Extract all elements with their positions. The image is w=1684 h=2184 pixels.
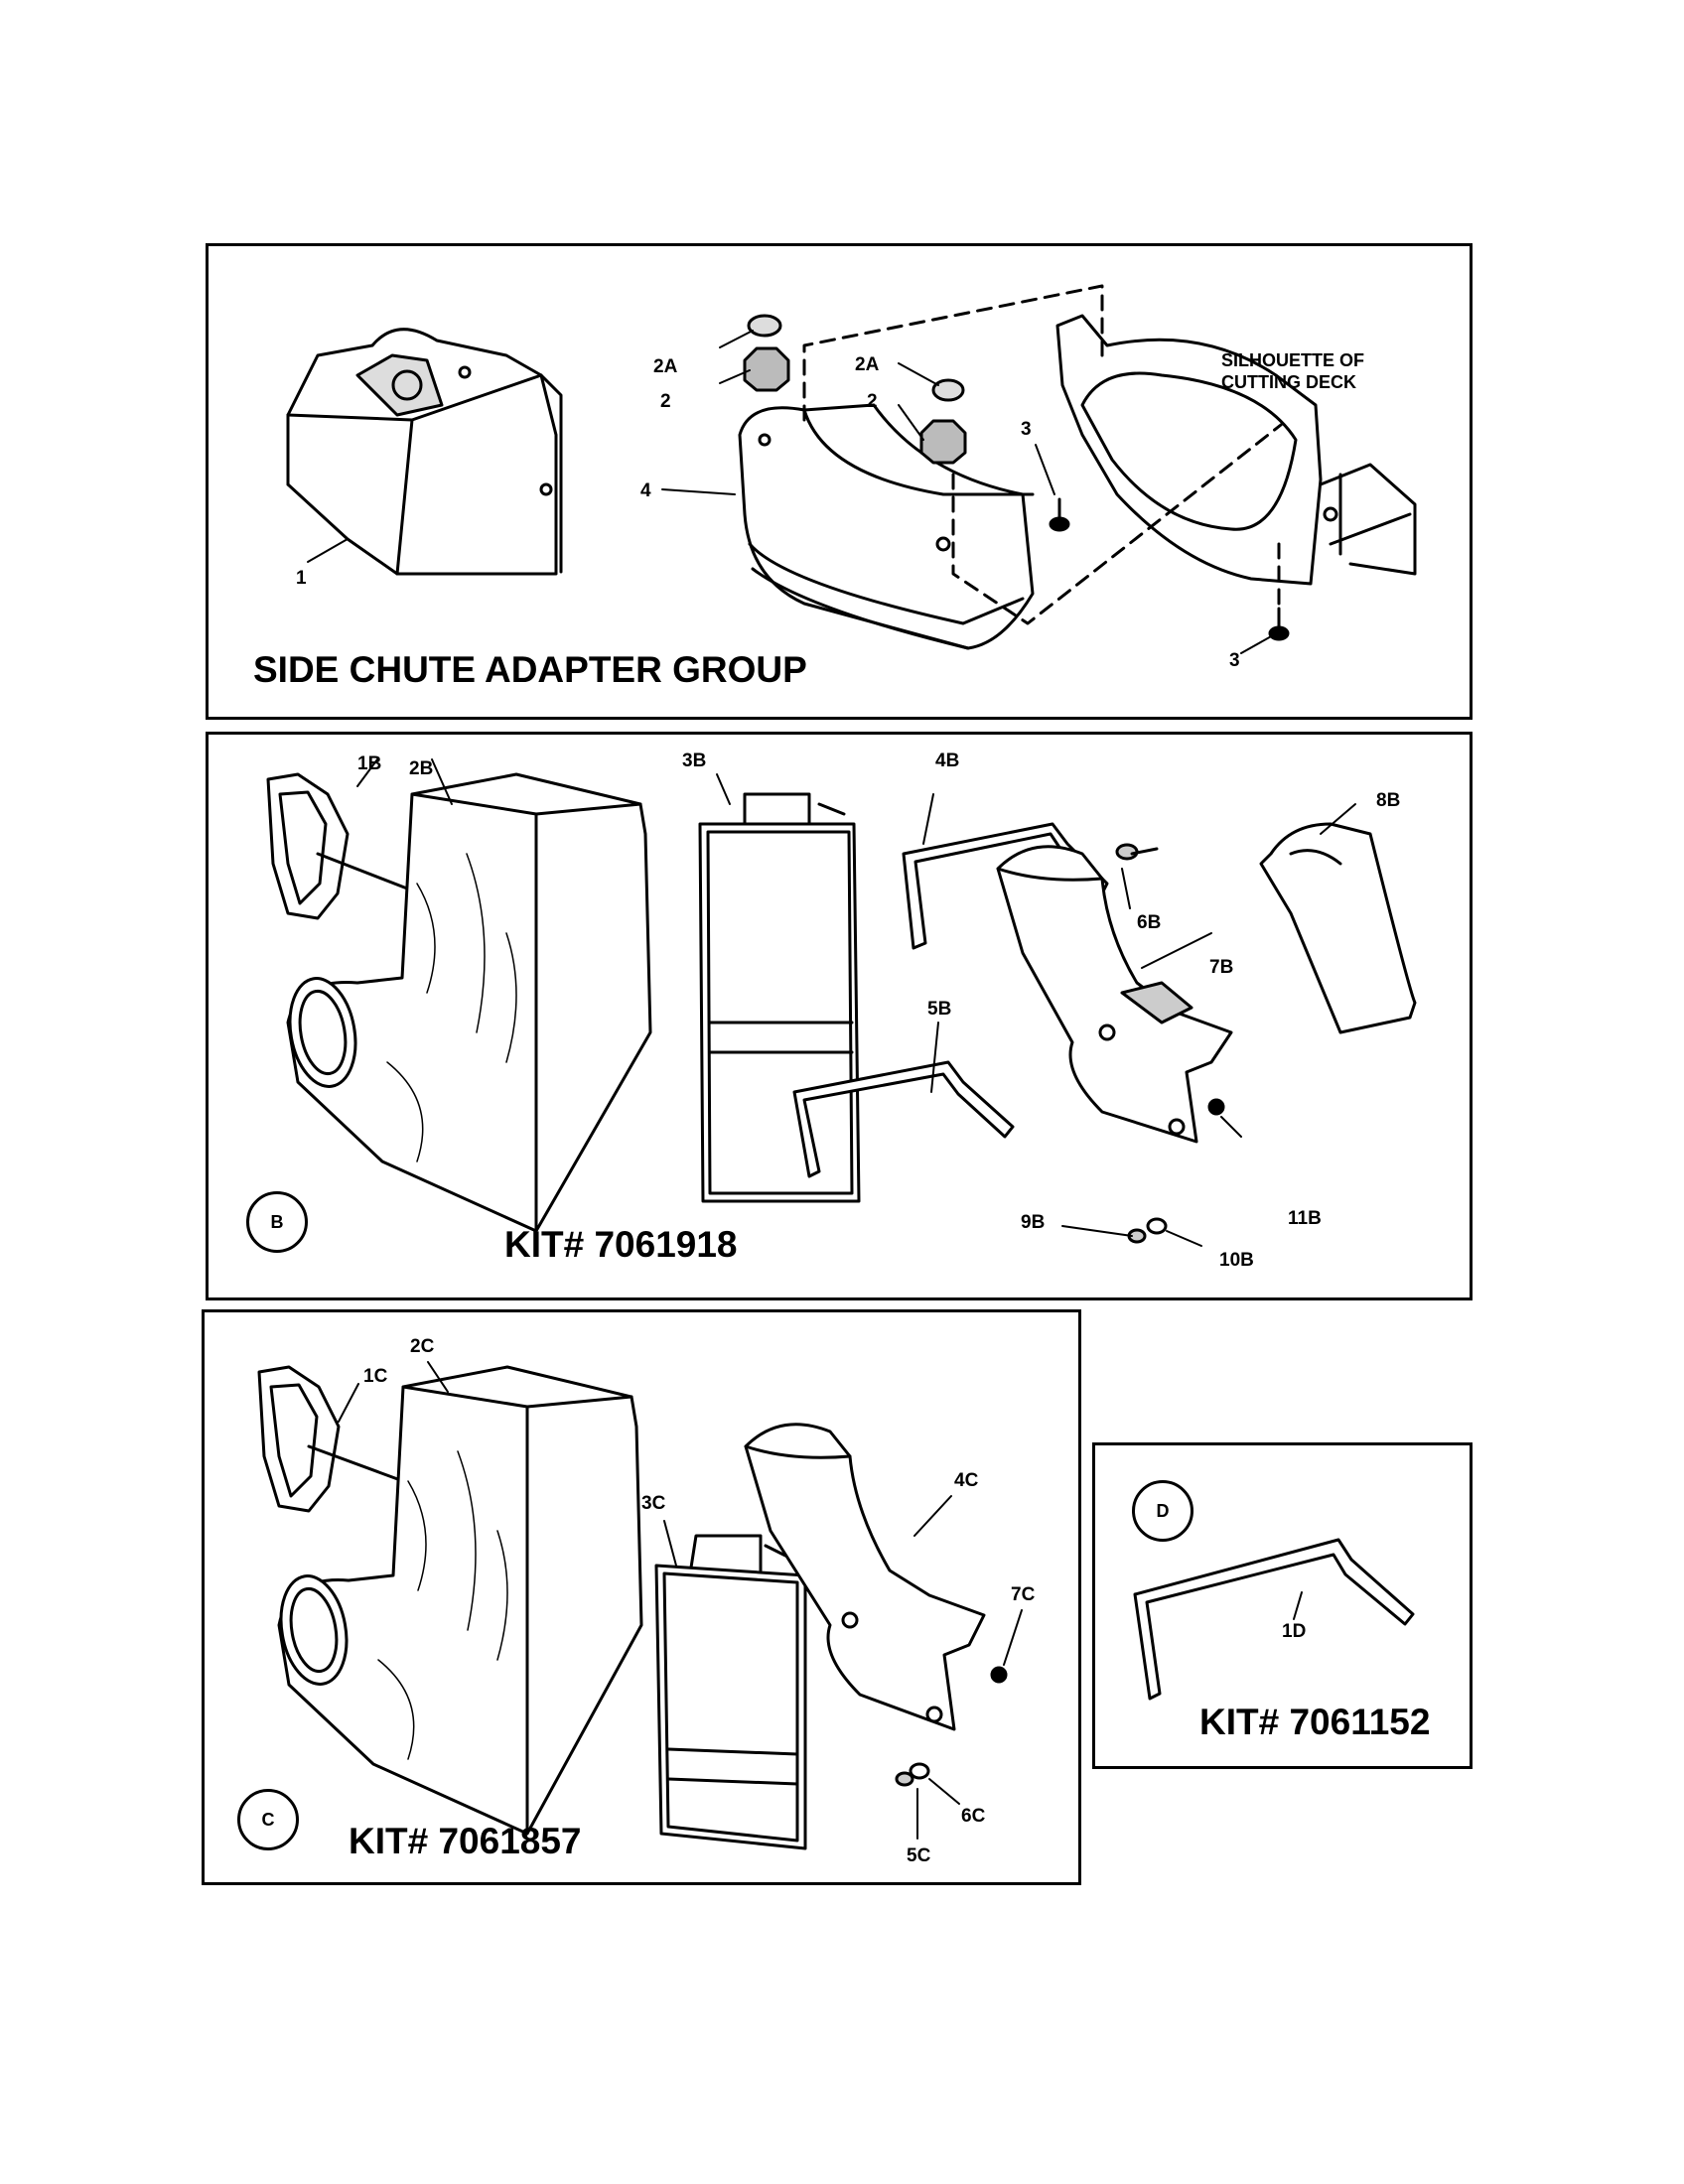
callout-5b: 5B xyxy=(927,999,952,1020)
kit-b-number: KIT# 7061918 xyxy=(504,1224,738,1265)
deck-note-line-1: SILHOUETTE OF xyxy=(1221,350,1364,370)
callout-6c: 6C xyxy=(961,1806,986,1827)
leader-lines-c xyxy=(338,1361,1023,1840)
callout-3-top: 3 xyxy=(1021,419,1032,440)
side-chute-deflector-part xyxy=(286,328,563,576)
callout-2-right: 2 xyxy=(867,391,878,412)
callout-9b: 9B xyxy=(1021,1212,1046,1233)
kit-b-badge: B xyxy=(246,1191,308,1253)
callout-3-bottom: 3 xyxy=(1229,650,1240,671)
screw-top xyxy=(1049,497,1070,532)
callout-4c: 4C xyxy=(954,1470,979,1491)
bag-collar-1c xyxy=(257,1365,405,1513)
screw-7c xyxy=(990,1666,1008,1684)
kit-c-number: KIT# 7061857 xyxy=(349,1821,582,1861)
bolt-6b xyxy=(1115,843,1159,861)
leader-lines-a xyxy=(307,330,1274,654)
callout-1: 1 xyxy=(296,568,307,589)
chute-cover-8b xyxy=(1259,822,1417,1034)
handle-5b xyxy=(792,1060,1015,1178)
handle-1d xyxy=(1133,1538,1415,1701)
washer-10b xyxy=(1146,1217,1168,1235)
panel-side-chute-adapter-group: 1 2A 2 2A 2 3 3 4 SILHOUETTE OF CUTTING … xyxy=(206,243,1473,720)
kit-d-drawing xyxy=(1133,1538,1415,1701)
washer-6c xyxy=(909,1762,930,1780)
callout-7b: 7B xyxy=(1209,957,1234,978)
callout-1b: 1B xyxy=(357,753,382,774)
side-chute-drawing xyxy=(286,284,1417,654)
callout-8b: 8B xyxy=(1376,790,1401,811)
callout-2a-left: 2A xyxy=(653,356,678,377)
callout-2-left: 2 xyxy=(660,391,671,412)
panel-a-title: SIDE CHUTE ADAPTER GROUP xyxy=(253,649,807,690)
kit-b-drawing xyxy=(266,758,1417,1247)
callout-2c: 2C xyxy=(410,1336,435,1357)
leader-1d xyxy=(1293,1591,1303,1620)
bag-collar-1b xyxy=(266,772,409,920)
deck-note-line-2: CUTTING DECK xyxy=(1221,371,1356,392)
kit-d-number: KIT# 7061152 xyxy=(1199,1702,1431,1742)
callout-10b: 10B xyxy=(1219,1250,1254,1271)
flange-nut-right xyxy=(931,378,965,402)
panel-kit-b: 1B 2B 3B 4B 5B 6B 7B 8B 9B 10B 11B B KIT… xyxy=(206,732,1473,1300)
grass-bag-2c xyxy=(277,1365,643,1836)
chute-adapter-part xyxy=(738,403,1035,650)
discharge-chute-4c xyxy=(744,1423,986,1731)
callout-11b: 11B xyxy=(1288,1208,1322,1229)
deck-silhouette-note: SILHOUETTE OF CUTTING DECK xyxy=(1221,350,1364,393)
flange-nut-left xyxy=(747,314,782,338)
knob-nut-left xyxy=(743,346,790,392)
callout-1c: 1C xyxy=(363,1366,388,1387)
leader-lines-b xyxy=(356,758,1356,1247)
callout-6b: 6B xyxy=(1137,912,1162,933)
screw-bottom xyxy=(1268,607,1290,641)
callout-4: 4 xyxy=(640,480,651,501)
knob-nut-right xyxy=(919,419,967,465)
callout-7c: 7C xyxy=(1011,1584,1036,1605)
callout-3b: 3B xyxy=(682,751,707,771)
panel-kit-d: D 1D KIT# 7061152 xyxy=(1092,1442,1473,1769)
callout-2a-right: 2A xyxy=(855,354,880,375)
grass-bag-2b xyxy=(286,772,652,1233)
screw-11b xyxy=(1207,1098,1225,1116)
kit-c-badge: C xyxy=(237,1789,299,1850)
discharge-chute-7b xyxy=(996,845,1233,1144)
callout-5c: 5C xyxy=(907,1845,931,1866)
bag-frame-3b xyxy=(698,792,861,1203)
bag-frame-3c xyxy=(654,1534,807,1850)
callout-2b: 2B xyxy=(409,758,434,779)
panel-kit-c: 1C 2C 3C 4C 5C 6C 7C C KIT# 7061857 xyxy=(202,1309,1081,1885)
callout-4b: 4B xyxy=(935,751,960,771)
alignment-lines xyxy=(802,284,1283,625)
screw-5c xyxy=(895,1771,914,1787)
callout-1d: 1D xyxy=(1282,1621,1307,1642)
kit-d-badge: D xyxy=(1132,1480,1193,1542)
callout-3c: 3C xyxy=(641,1493,666,1514)
kit-c-drawing xyxy=(257,1361,1023,1850)
cutting-deck-silhouette xyxy=(1055,314,1417,586)
